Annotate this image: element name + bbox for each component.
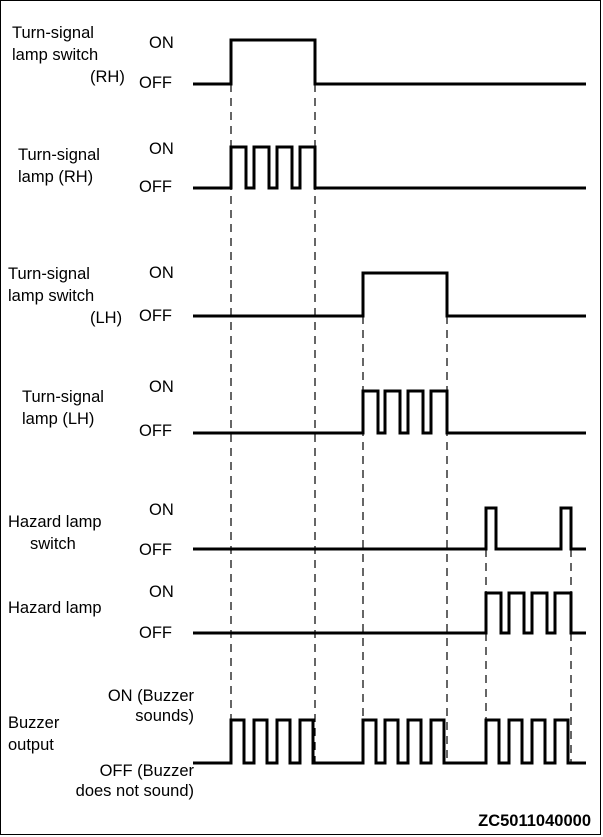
label-line: Turn-signal (22, 388, 104, 406)
waveform-turn-switch-lh (193, 271, 586, 318)
label-line: Hazard lamp (8, 513, 102, 531)
on-label: ON (149, 501, 174, 519)
label-line: Turn-signal (18, 146, 100, 164)
label-line: lamp switch (8, 287, 95, 305)
label-line: sounds) (135, 707, 194, 725)
signal-name-turn-switch-rh: Turn-signal lamp switch (RH) (12, 22, 125, 88)
off-label: OFF (139, 178, 172, 196)
label-line: ON (Buzzer (107, 687, 194, 705)
waveform-hazard-lamp (193, 591, 586, 635)
signal-name-hazard-switch: Hazard lamp switch (8, 511, 102, 555)
signal-name-buzzer: Buzzer output (8, 712, 59, 756)
label-line: Turn-signal (8, 265, 90, 283)
signal-name-turn-switch-lh: Turn-signal lamp switch (LH) (8, 263, 122, 329)
buzzer-on-label: ON (Buzzer sounds) (60, 686, 194, 726)
signal-name-turn-lamp-rh: Turn-signal lamp (RH) (18, 144, 100, 188)
on-label: ON (149, 34, 174, 52)
diagram-code: ZC5011040000 (478, 812, 591, 830)
on-label: ON (149, 378, 174, 396)
waveform-turn-lamp-rh (193, 145, 586, 190)
label-line: does not sound) (75, 782, 194, 800)
on-label: ON (149, 140, 174, 158)
waveform-turn-lamp-lh (193, 389, 586, 435)
label-line: OFF (Buzzer (99, 762, 194, 780)
label-line: (RH) (90, 68, 125, 86)
label-line: (LH) (90, 309, 123, 327)
on-label: ON (149, 583, 174, 601)
label-line: Turn-signal (12, 24, 94, 42)
label-line: Hazard lamp (8, 599, 102, 617)
buzzer-off-label: OFF (Buzzer does not sound) (40, 761, 194, 801)
label-line: output (8, 736, 54, 754)
label-line: switch (30, 535, 76, 553)
off-label: OFF (139, 307, 172, 325)
off-label: OFF (139, 422, 172, 440)
label-line: lamp (RH) (18, 168, 94, 186)
off-label: OFF (139, 74, 172, 92)
label-line: Buzzer (8, 714, 60, 732)
waveform-hazard-switch (193, 506, 586, 551)
waveform-buzzer (193, 718, 586, 765)
off-label: OFF (139, 624, 172, 642)
signal-name-turn-lamp-lh: Turn-signal lamp (LH) (22, 386, 104, 430)
off-label: OFF (139, 541, 172, 559)
label-line: lamp switch (12, 46, 99, 64)
label-line: lamp (LH) (22, 410, 95, 428)
signal-name-hazard-lamp: Hazard lamp (8, 597, 102, 619)
on-label: ON (149, 264, 174, 282)
waveform-turn-switch-rh (193, 38, 586, 86)
